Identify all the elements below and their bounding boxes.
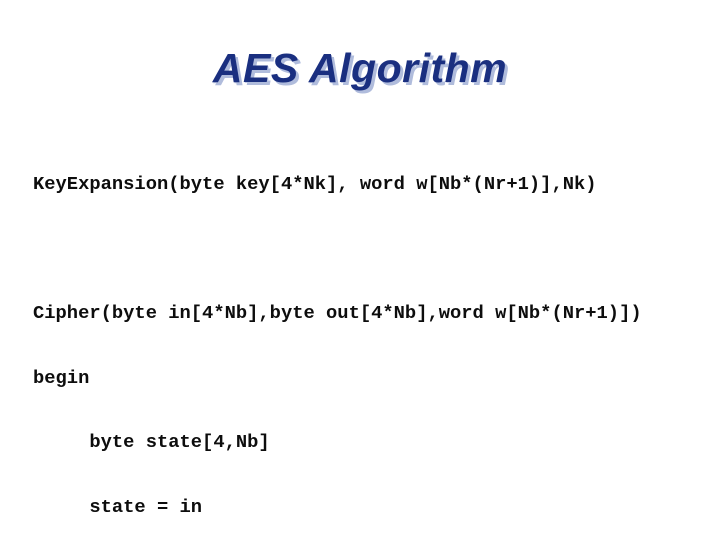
slide-title: AES Algorithm — [212, 45, 508, 91]
code-line: Cipher(byte in[4*Nb],byte out[4*Nb],word… — [33, 302, 642, 324]
code-line: begin — [33, 366, 90, 389]
code-line: byte state[4,Nb] — [33, 431, 270, 453]
code-line: KeyExpansion(byte key[4*Nk], word w[Nb*(… — [33, 173, 597, 195]
code-line: state = in — [33, 495, 203, 518]
code-line-blank — [33, 239, 653, 261]
pseudocode-block: KeyExpansion(byte key[4*Nk], word w[Nb*(… — [33, 131, 653, 540]
